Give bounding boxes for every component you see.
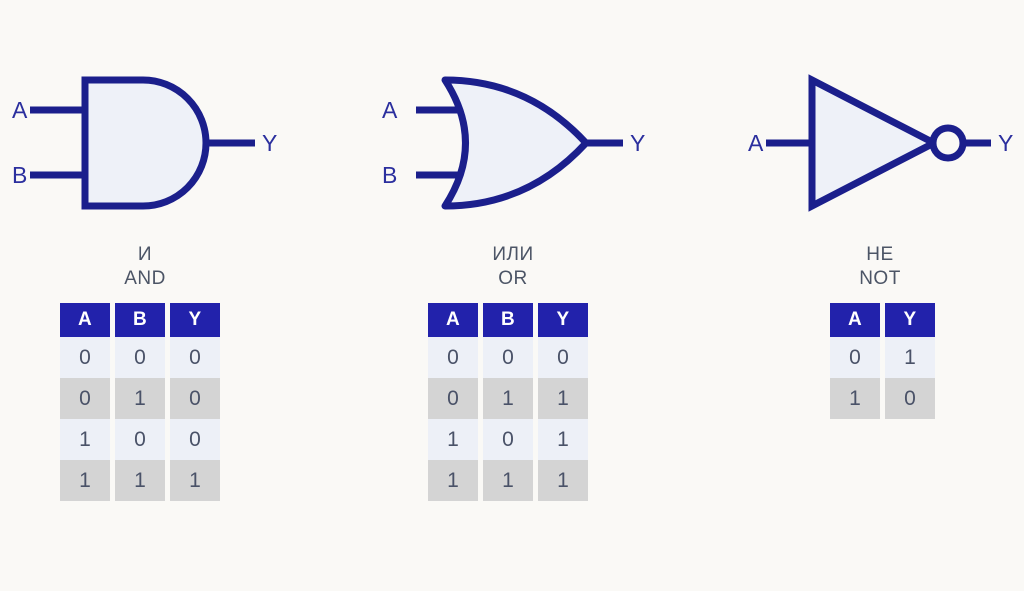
- not-output-y-label: Y: [998, 130, 1013, 156]
- gate-label-not: НЕ NOT: [736, 243, 1024, 291]
- table-row: 0 1: [830, 337, 935, 378]
- table-header-cell: Y: [885, 303, 935, 337]
- table-header-cell: A: [830, 303, 880, 337]
- table-cell: 1: [60, 419, 110, 460]
- table-cell: 1: [538, 460, 588, 501]
- table-header-row: A B Y: [428, 303, 588, 337]
- table-row: 0 0 0: [428, 337, 588, 378]
- truth-table-and: A B Y 0 0 0 0 1 0 1 0 0 1 1: [55, 303, 225, 501]
- gate-label-and: И AND: [0, 243, 290, 291]
- table-cell: 0: [483, 337, 533, 378]
- table-cell: 0: [428, 337, 478, 378]
- table-header-cell: B: [483, 303, 533, 337]
- table-cell: 0: [428, 378, 478, 419]
- or-output-y-label: Y: [630, 130, 645, 156]
- inversion-bubble-icon: [929, 124, 967, 162]
- table-header-row: A Y: [830, 303, 935, 337]
- table-cell: 0: [115, 337, 165, 378]
- gate-label-and-en: AND: [124, 268, 166, 289]
- table-row: 1 0: [830, 378, 935, 419]
- table-row: 0 0 0: [60, 337, 220, 378]
- table-cell: 1: [60, 460, 110, 501]
- gate-label-not-en: NOT: [859, 268, 901, 289]
- table-cell: 1: [483, 460, 533, 501]
- table-cell: 1: [115, 460, 165, 501]
- gate-label-or-en: OR: [498, 268, 528, 289]
- table-cell: 0: [170, 378, 220, 419]
- table-cell: 1: [830, 378, 880, 419]
- table-row: 1 0 1: [428, 419, 588, 460]
- table-row: 0 1 0: [60, 378, 220, 419]
- table-header-row: A B Y: [60, 303, 220, 337]
- table-cell: 1: [483, 378, 533, 419]
- table-cell: 0: [170, 337, 220, 378]
- table-row: 1 1 1: [60, 460, 220, 501]
- table-row: 1 0 0: [60, 419, 220, 460]
- table-cell: 1: [428, 460, 478, 501]
- table-cell: 1: [538, 378, 588, 419]
- table-cell: 0: [483, 419, 533, 460]
- table-cell: 0: [170, 419, 220, 460]
- table-cell: 1: [885, 337, 935, 378]
- table-row: 1 1 1: [428, 460, 588, 501]
- table-header-cell: B: [115, 303, 165, 337]
- and-input-a-label: A: [12, 97, 28, 123]
- table-cell: 0: [885, 378, 935, 419]
- and-gate-symbol: A B Y: [0, 55, 290, 240]
- truth-table-not: A Y 0 1 1 0: [825, 303, 940, 419]
- or-gate-symbol: A B Y: [368, 55, 658, 240]
- table-cell: 1: [115, 378, 165, 419]
- or-input-b-label: B: [382, 162, 397, 188]
- gate-label-or: ИЛИ OR: [368, 243, 658, 291]
- table-cell: 1: [538, 419, 588, 460]
- table-cell: 1: [428, 419, 478, 460]
- table-header-cell: A: [60, 303, 110, 337]
- or-input-a-label: A: [382, 97, 398, 123]
- table-header-cell: Y: [170, 303, 220, 337]
- table-header-cell: A: [428, 303, 478, 337]
- table-cell: 0: [115, 419, 165, 460]
- table-cell: 0: [60, 378, 110, 419]
- truth-table-or: A B Y 0 0 0 0 1 1 1 0 1 1 1: [423, 303, 593, 501]
- table-cell: 0: [830, 337, 880, 378]
- table-cell: 1: [170, 460, 220, 501]
- gate-label-and-ru: И: [137, 244, 153, 265]
- and-output-y-label: Y: [262, 130, 277, 156]
- table-cell: 0: [60, 337, 110, 378]
- table-cell: 0: [538, 337, 588, 378]
- gate-label-not-ru: НЕ: [866, 244, 894, 265]
- and-input-b-label: B: [12, 162, 27, 188]
- table-row: 0 1 1: [428, 378, 588, 419]
- table-header-cell: Y: [538, 303, 588, 337]
- not-input-a-label: A: [748, 130, 764, 156]
- not-gate-symbol: A Y: [736, 55, 1024, 240]
- gate-label-or-ru: ИЛИ: [492, 244, 534, 265]
